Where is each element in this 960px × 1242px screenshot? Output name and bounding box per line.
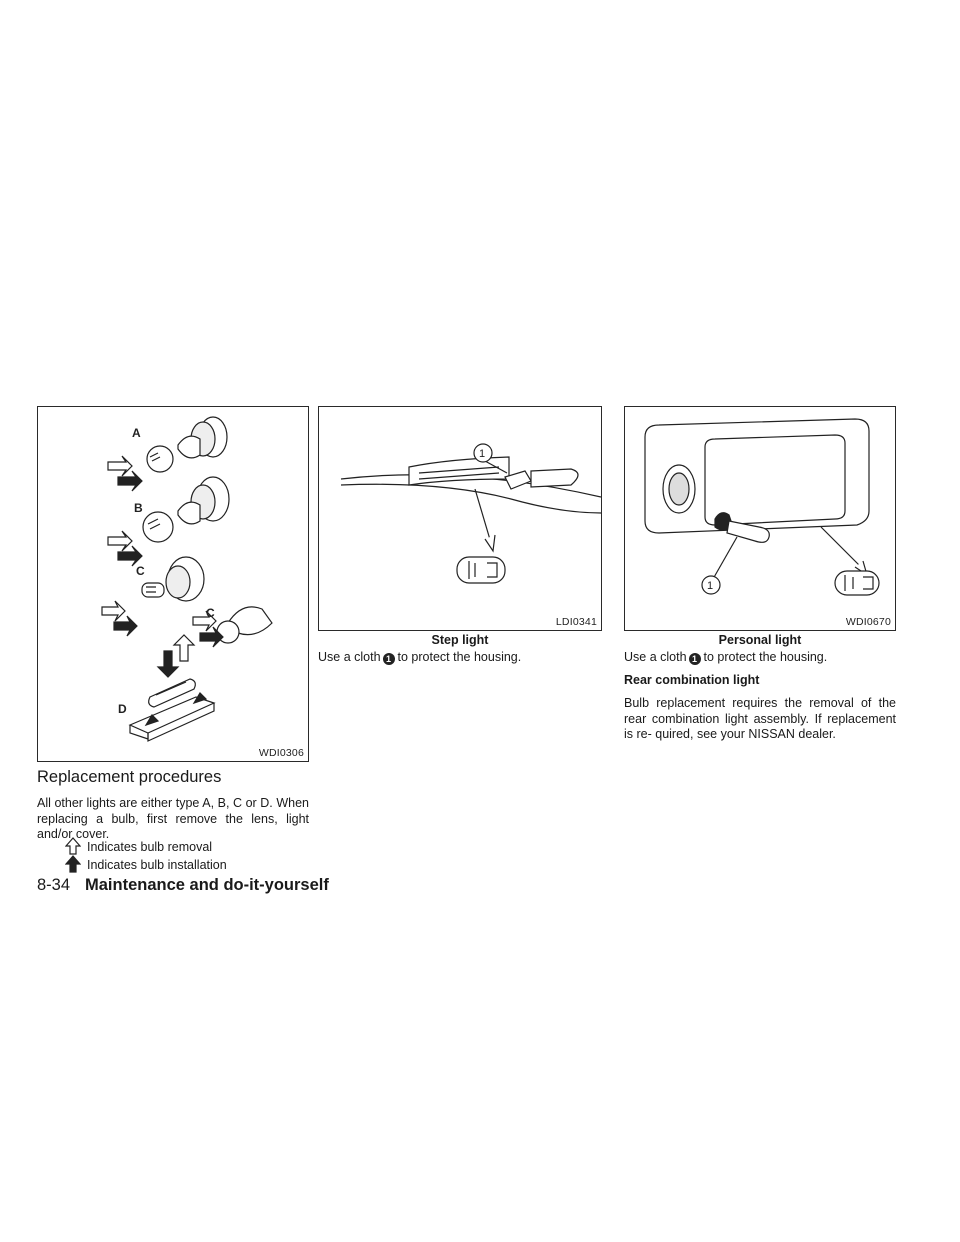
figure-code: WDI0306 xyxy=(258,747,304,759)
rear-combination-heading: Rear combination light xyxy=(624,673,760,687)
label-c1: C xyxy=(136,564,145,578)
callout-number: 1 xyxy=(688,653,701,665)
personal-light-callout: 1 xyxy=(707,580,713,592)
personal-light-caption: Personal light xyxy=(718,633,802,647)
figure-code: LDI0341 xyxy=(555,616,597,628)
figure-code: WDI0670 xyxy=(845,616,891,628)
label-a: A xyxy=(132,426,141,440)
label-c2: C xyxy=(206,606,215,620)
page-number: 8-34 xyxy=(37,876,71,894)
legend-removal: Indicates bulb removal xyxy=(87,840,213,854)
callout-number: 1 xyxy=(382,653,395,665)
rear-combination-body: Bulb replacement requires the removal of… xyxy=(624,696,896,741)
label-b: B xyxy=(134,501,143,515)
personal-light-figure: 1 WDI0670 xyxy=(624,406,896,631)
label-d: D xyxy=(118,702,127,716)
replacement-body: All other lights are either type A, B, C… xyxy=(37,796,309,841)
step-light-figure: 1 LDI0341 xyxy=(318,406,602,631)
step-light-illustration: 1 xyxy=(340,443,601,584)
bulb-types-figure: A B C C D WDI0306 xyxy=(37,406,309,762)
step-light-caption: Step light xyxy=(431,633,489,647)
personal-light-illustration: 1 xyxy=(644,418,880,596)
step-light-callout: 1 xyxy=(479,448,485,460)
outline-arrow-icon xyxy=(64,837,82,860)
replacement-heading: Replacement procedures xyxy=(37,768,222,786)
bulb-types-illustration: A B C C D xyxy=(101,416,273,742)
legend-installation: Indicates bulb installation xyxy=(87,858,227,872)
section-title: Maintenance and do-it-yourself xyxy=(85,876,329,894)
solid-arrow-icon xyxy=(64,855,82,878)
